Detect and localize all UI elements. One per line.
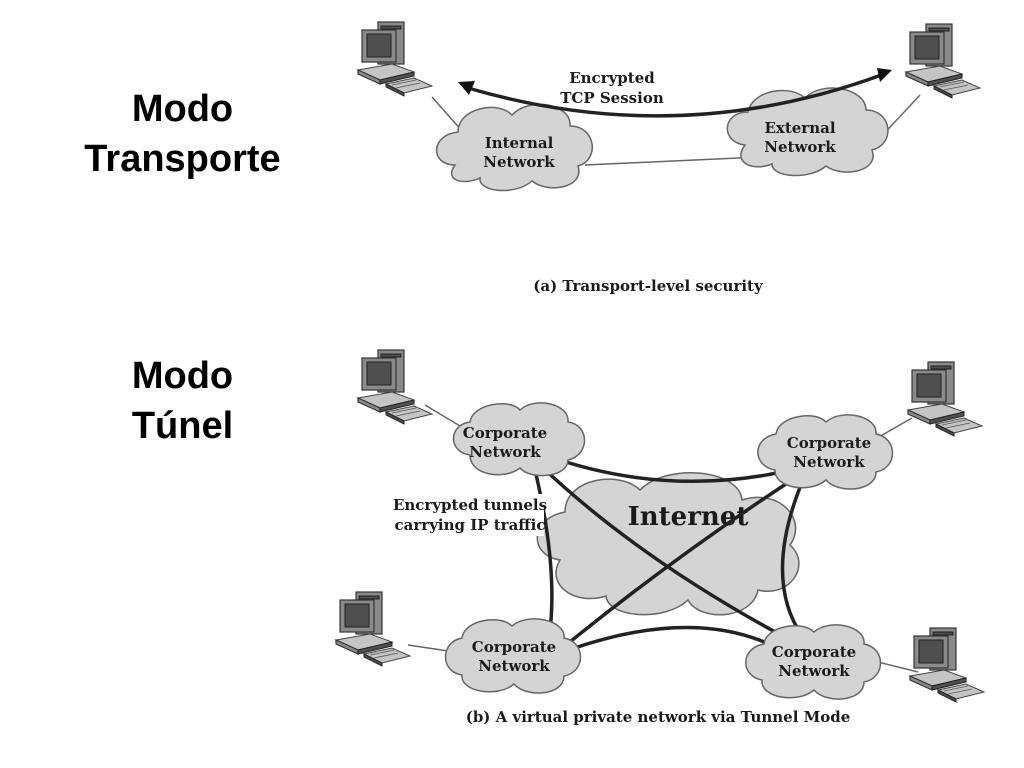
computer-icon [905,23,981,99]
tunnels-label-bg [398,494,544,536]
computer-icon [357,349,433,425]
internet-cloud [536,471,800,616]
tunnel-tr-bl [558,476,797,652]
computer-icon [907,361,983,437]
encrypted-session-label-1: Encrypted [569,69,655,87]
internet-label: Internet [628,502,749,532]
arrowhead-right [877,68,892,82]
tunnels-label-1: Encrypted tunnels [393,496,547,514]
transport-mode-title-line1: Modo [131,88,234,130]
corporate-network-label-1: Corporate [772,643,856,661]
tunnel-mode-title-line2: Túnel [131,405,234,447]
corporate-network-label-2: Network [778,662,850,680]
corporate-network-label-2: Network [478,657,550,675]
computer-icon [335,591,411,667]
corporate-network-cloud-bl [444,618,582,694]
internal-network-label-1: Internal [485,134,554,152]
corporate-network-cloud-br [745,624,882,700]
external-network-label-1: External [764,119,835,137]
corporate-network-cloud-tr [757,414,894,490]
tunnel-tl-br [538,463,792,642]
tunnel-diagram: Internet Corporate Network Corporate Net… [335,349,985,726]
transport-mode-title-line2: Transporte [84,138,281,180]
corporate-network-label-1: Corporate [463,424,547,442]
tunnels-label-2: carrying IP traffic [395,516,546,534]
tunnel-mode-title-line1: Modo [131,355,234,397]
corporate-network-label-2: Network [469,443,541,461]
tunnel-tl-tr [543,453,802,484]
computer-icon [909,627,985,703]
external-network-label-2: Network [764,138,836,156]
internal-network-cloud [435,103,593,192]
computer-icon [357,21,433,97]
corporate-network-label-1: Corporate [787,434,871,452]
link-internal-external [584,156,761,166]
corporate-network-label-2: Network [793,453,865,471]
corporate-network-label-1: Corporate [472,638,556,656]
caption-a: (a) Transport-level security [533,277,764,295]
tunnel-mode-title: Modo Túnel [55,351,310,451]
transport-diagram: Internal Network External Network Encryp… [357,21,981,295]
encrypted-session-label-2: TCP Session [560,89,664,107]
corporate-network-cloud-tl [452,402,586,477]
caption-b: (b) A virtual private network via Tunnel… [466,708,851,726]
arrowhead-left [458,81,475,95]
internal-network-label-2: Network [483,153,555,171]
transport-mode-title: Modo Transporte [55,84,310,184]
encrypted-session-arrow [466,72,886,118]
